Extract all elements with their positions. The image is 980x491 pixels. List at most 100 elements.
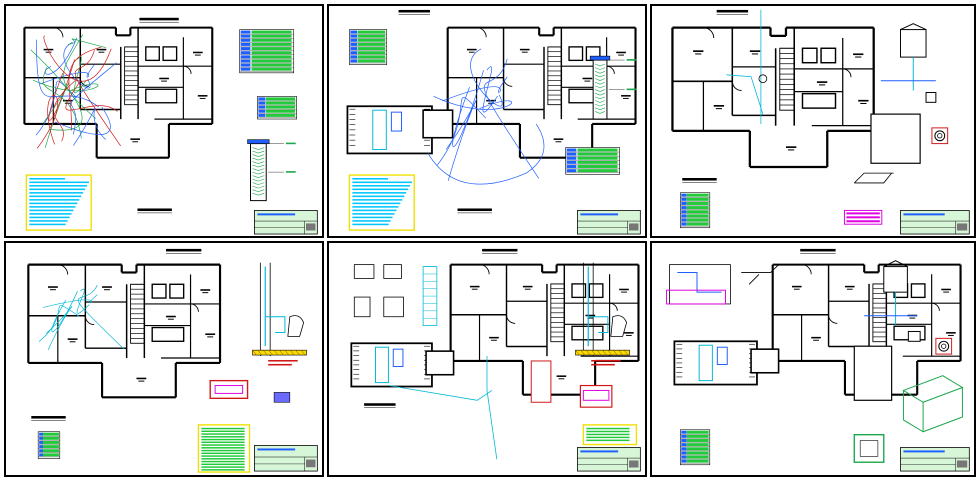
slab-hatch: [575, 349, 580, 356]
wiring-run: [45, 37, 78, 75]
room-label: [621, 291, 627, 293]
legend-symbol: [258, 101, 266, 105]
legend-symbol: [240, 42, 251, 46]
legend-symbol: [258, 109, 266, 113]
legend-symbol: [681, 434, 687, 438]
room-label: [136, 377, 147, 380]
room-label: [522, 285, 533, 288]
legend-symbol: [350, 30, 358, 34]
pump-icon: [935, 337, 953, 355]
door-swing-icon: [703, 27, 715, 38]
legend-table: [37, 431, 61, 459]
sheet-number: [306, 223, 316, 231]
toilet-icon: [353, 296, 371, 318]
room-label: [695, 53, 702, 55]
sheet-6-drawing: [666, 248, 970, 472]
slab-hatch: [290, 349, 295, 356]
room-label: [749, 50, 761, 52]
notes-line: [29, 202, 78, 205]
legend-table: [349, 29, 388, 65]
legend-text: [686, 451, 709, 455]
window: [162, 46, 178, 62]
sheet-3[interactable]: [650, 4, 976, 238]
room-label: [844, 285, 855, 288]
legend-symbol: [350, 34, 358, 38]
room-label: [202, 292, 209, 294]
notes-line: [201, 463, 245, 466]
slab-hatch: [284, 349, 290, 356]
room-label: [553, 138, 564, 140]
legend-text: [686, 447, 709, 451]
notes-line: [29, 223, 66, 226]
legend-symbol: [681, 197, 687, 201]
detail-hatch: [595, 71, 606, 74]
wiring-run: [433, 95, 512, 110]
legend-symbol: [681, 439, 687, 442]
notes-line: [201, 449, 245, 452]
window: [571, 325, 604, 341]
detail-hatch: [595, 103, 606, 107]
detail-hatch: [252, 157, 265, 161]
room-label: [793, 288, 800, 290]
legend-text: [251, 42, 292, 46]
sheet-5[interactable]: [327, 241, 647, 477]
legend-text: [357, 38, 386, 42]
legend-text: [251, 67, 292, 71]
detail-hatch: [595, 111, 606, 114]
sheet-number: [956, 460, 968, 468]
detail-hatch: [595, 96, 606, 100]
drainage-riser-detail: [252, 262, 307, 366]
window: [820, 47, 837, 64]
room-label: [622, 97, 629, 99]
magenta-legend-text: [846, 212, 880, 215]
utility-room: [422, 109, 454, 139]
legend-text: [686, 218, 709, 222]
sheet-6[interactable]: [650, 241, 976, 477]
pipe-detail-box: [669, 264, 731, 305]
detail-hatch: [252, 192, 265, 196]
detail-hatch: [595, 74, 606, 78]
legend-symbol: [681, 201, 687, 205]
legend-symbol: [350, 47, 358, 51]
door-swing-icon: [84, 315, 95, 326]
slab-hatch: [279, 349, 284, 356]
room-label: [616, 51, 626, 54]
sheet-4[interactable]: [4, 241, 324, 477]
title-block-frame: [900, 447, 970, 472]
legend-text: [577, 165, 618, 168]
legend-text: [266, 105, 296, 109]
pump-frame: [931, 127, 949, 145]
title-block-frame: [900, 210, 970, 235]
notes-line: [201, 460, 245, 463]
notes-line: [29, 181, 90, 184]
legend-symbol: [350, 55, 358, 59]
sheet-2[interactable]: [327, 4, 647, 238]
room-label: [582, 77, 593, 80]
door-swing-icon: [57, 264, 69, 275]
legend-symbol: [258, 105, 266, 109]
room-label: [791, 285, 802, 288]
window: [801, 47, 818, 64]
slab-hatch: [596, 349, 602, 356]
drain-line: [51, 290, 78, 332]
legend-symbol: [681, 447, 687, 451]
legend-text: [686, 214, 709, 218]
room-label: [45, 51, 52, 53]
room-label: [946, 332, 956, 334]
plan-title: [137, 208, 172, 212]
utility-room: [750, 348, 780, 374]
symbol-legend: [257, 96, 297, 120]
title-block: [577, 210, 641, 235]
slab-hatch: [591, 349, 596, 356]
pump-core: [937, 133, 943, 139]
notes-line: [201, 441, 245, 444]
legend-text: [686, 430, 709, 434]
toilet-icon: [392, 348, 404, 367]
slab-hatch: [273, 349, 279, 356]
tank-plan-inner: [859, 440, 879, 457]
legend-text: [577, 169, 618, 173]
sheet-1[interactable]: [4, 4, 324, 238]
room-label: [524, 288, 531, 290]
notes-line: [29, 178, 66, 180]
room-label: [466, 48, 477, 51]
